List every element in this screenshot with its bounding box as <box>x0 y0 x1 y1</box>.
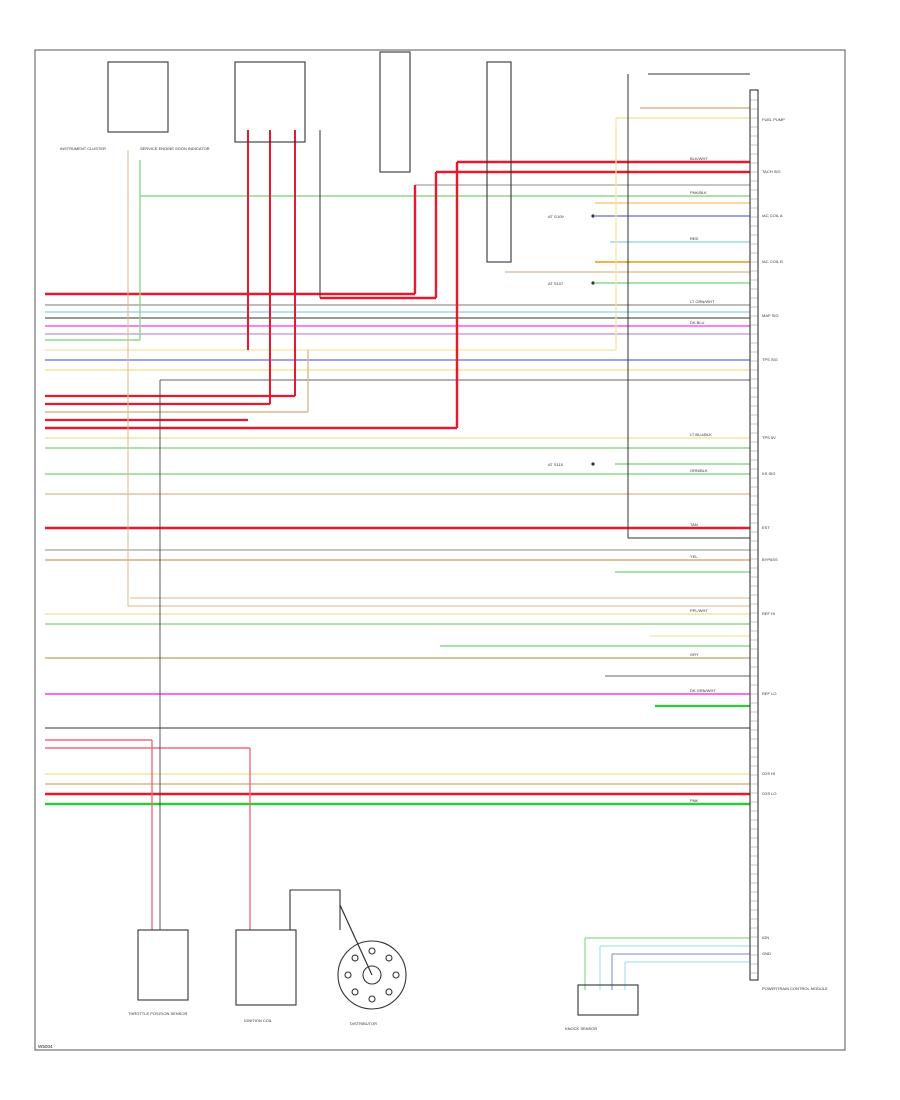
wire-color-label: PNK/BLK <box>690 190 707 195</box>
diagram-code: W5004 <box>38 1044 53 1049</box>
pcm-pin-label: IAC COIL B <box>762 259 783 264</box>
wire-color-label: PPL/WHT <box>690 608 708 613</box>
pcm-pin-label: BYPASS <box>762 557 778 562</box>
knock-sensor-label: KNOCK SENSOR <box>565 1026 597 1031</box>
relay-box <box>379 51 411 173</box>
distributor-terminal <box>368 947 376 955</box>
splice-dot <box>591 281 595 285</box>
wire-layer <box>45 73 750 990</box>
tps-label: THROTTLE POSITION SENSOR <box>128 1011 187 1016</box>
switch-box <box>486 61 512 263</box>
distributor-rotor <box>362 965 382 985</box>
pcm-connector <box>749 89 759 981</box>
pcm-pin-label: GND <box>762 951 771 956</box>
pcm-pin-label: KS SIG <box>762 471 775 476</box>
tps-box <box>137 929 189 1001</box>
distributor-terminal <box>392 971 400 979</box>
pcm-pin-label: MAP SIG <box>762 313 779 318</box>
distributor-terminal <box>344 971 352 979</box>
instrument-cluster-label: INSTRUMENT CLUSTER <box>60 146 106 151</box>
wire-color-label: BLK/WHT <box>690 156 708 161</box>
wire-tan-return <box>127 150 750 607</box>
wire-color-label: LT BLU/BLK <box>690 432 712 437</box>
pcm-pin-label: TPS 5V <box>762 435 776 440</box>
ignition-coil-box <box>235 929 297 1006</box>
distributor-lead <box>339 904 373 976</box>
note-label: AT S107 <box>548 281 564 286</box>
distributor-cap <box>337 940 407 1010</box>
ignition-coil-label: IGNITION COIL <box>244 1018 273 1023</box>
wire-color-label: LT GRN/WHT <box>690 299 715 304</box>
component-layer: POWERTRAIN CONTROL MODULE FUEL PUMP TACH S… <box>60 51 828 1031</box>
wire-color-label: TAN <box>690 522 698 527</box>
pcm-pin-label: REF LO <box>762 691 776 696</box>
wire-color-label: DK BLU <box>690 320 705 325</box>
pcm-pin-label: IAC COIL A <box>762 213 783 218</box>
note-label: AT S115 <box>548 462 564 467</box>
wire-color-label: GRY <box>690 652 699 657</box>
pcm-pin-label: TPS SIG <box>762 357 778 362</box>
distributor-terminal <box>351 954 359 962</box>
wire-color-label: DK GRN/WHT <box>690 688 716 693</box>
instrument-cluster-box <box>107 61 169 133</box>
pcm-label: POWERTRAIN CONTROL MODULE <box>762 986 828 991</box>
wire-color-label: RED <box>690 236 699 241</box>
knock-sensor-box <box>577 984 639 1016</box>
distributor-terminal <box>351 988 359 996</box>
pcm-pin-label: IGN <box>762 935 769 940</box>
pcm-pin-label: FUEL PUMP <box>762 117 785 122</box>
pcm-pin-label: REF HI <box>762 611 775 616</box>
splice-dot <box>591 462 595 466</box>
distributor-terminal <box>385 988 393 996</box>
note-label: AT G109 <box>548 214 564 219</box>
ignition-coil-lead <box>289 889 341 930</box>
service-engine-soon-label: SERVICE ENGINE SOON INDICATOR <box>140 146 210 151</box>
fuse-block-box <box>234 61 306 143</box>
diagram-frame <box>34 49 846 1051</box>
distributor-terminal <box>368 995 376 1003</box>
wire-color-label: ORN/BLK <box>690 468 708 473</box>
pcm-pin-label: O2S HI <box>762 771 775 776</box>
pcm-pin-label: EST <box>762 525 770 530</box>
wire-color-label: PNK <box>690 798 699 803</box>
pcm-pin-label: O2S LO <box>762 791 776 796</box>
wire-color-label: YEL <box>690 554 698 559</box>
distributor-label: DISTRIBUTOR <box>350 1021 377 1026</box>
pcm-pin-label: TACH SIG <box>762 169 781 174</box>
distributor-terminal <box>385 954 393 962</box>
splice-dot <box>591 214 595 218</box>
